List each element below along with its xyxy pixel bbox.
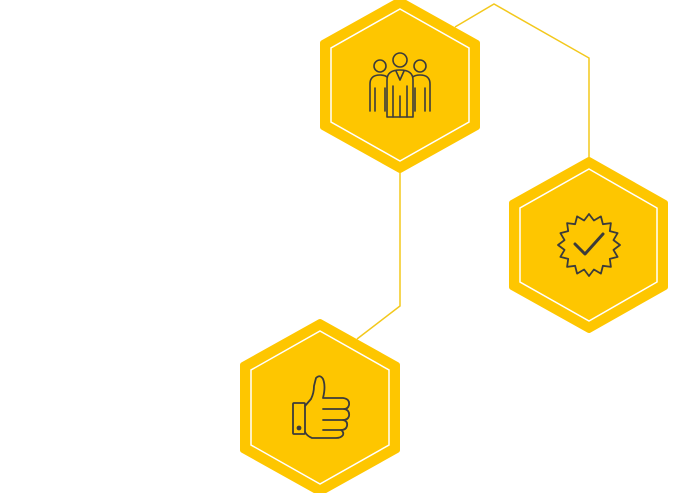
team-people-icon — [369, 52, 431, 118]
thumbs-up-icon — [292, 375, 351, 439]
hexagon-inner-outline — [519, 168, 658, 322]
hexagon-shape — [240, 319, 400, 493]
badge-serrated-outline — [557, 213, 621, 277]
verified-badge-icon — [557, 213, 621, 277]
hexagon-inner-outline — [330, 8, 470, 162]
connector-team-to-verified — [454, 3, 590, 160]
hexagon-node-verified — [509, 157, 668, 333]
hexagon-inner-outline — [250, 330, 390, 485]
hexagon-node-approval — [240, 319, 400, 493]
hexagon-node-team — [320, 0, 480, 173]
hexagon-shape — [509, 157, 668, 333]
connectors — [356, 3, 590, 340]
connector-team-to-approval — [356, 170, 401, 340]
